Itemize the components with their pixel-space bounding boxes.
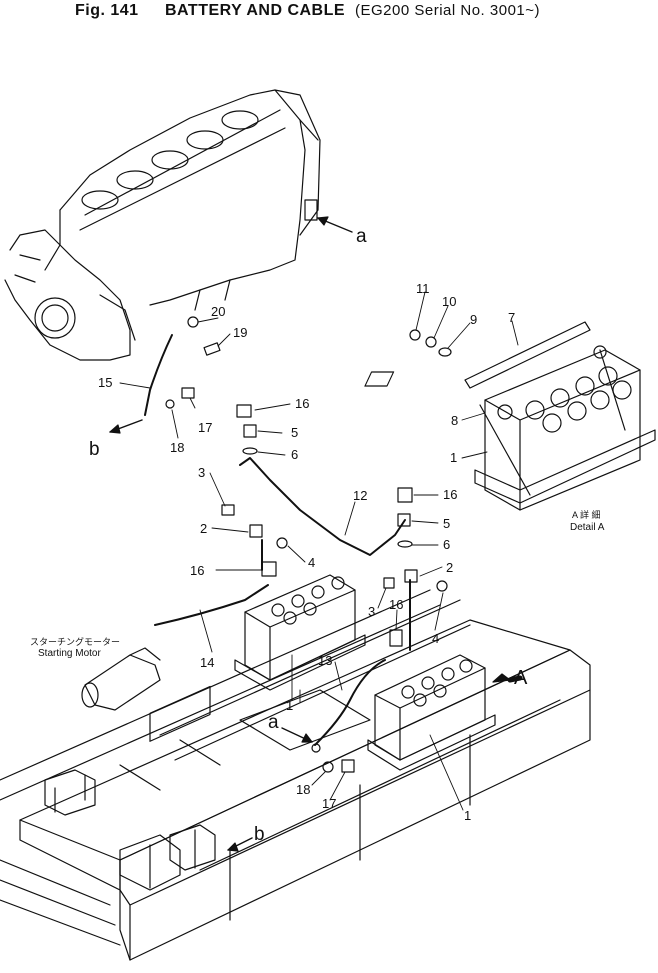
figure-model: (EG200 Serial No. 3001~) xyxy=(355,2,541,19)
battery-detail-a xyxy=(364,321,656,511)
detail-label-en: Detail A xyxy=(570,522,605,533)
callout-19: 19 xyxy=(233,325,247,340)
reference-letters: a b a b A xyxy=(89,226,528,845)
starting-motor-en: Starting Motor xyxy=(38,648,101,659)
reference-arrows xyxy=(109,216,523,852)
callout-18: 18 xyxy=(170,440,184,455)
callout-3: 3 xyxy=(198,465,205,480)
ref-a-top: a xyxy=(356,226,367,247)
callout-10: 10 xyxy=(442,294,456,309)
figure-title: Fig. 141 BATTERY AND CABLE (EG200 Serial… xyxy=(0,0,658,28)
annotations: A 詳 細 Detail A スターチングモーター Starting Motor xyxy=(30,509,605,659)
callout-16: 16 xyxy=(443,487,457,502)
callout-17: 17 xyxy=(198,420,212,435)
callout-18: 18 xyxy=(296,782,310,797)
cable-14 xyxy=(154,584,269,626)
callout-14: 14 xyxy=(200,655,214,670)
callout-5: 5 xyxy=(291,425,298,440)
battery-right xyxy=(367,654,496,771)
engine-block xyxy=(4,89,321,361)
callout-6: 6 xyxy=(443,537,450,552)
ref-b-bottom: b xyxy=(254,824,265,845)
callout-17: 17 xyxy=(322,796,336,811)
cables xyxy=(144,334,411,746)
ref-a-bottom: a xyxy=(268,712,279,733)
callout-8: 8 xyxy=(451,413,458,428)
callout-9: 9 xyxy=(470,312,477,327)
callout-4: 4 xyxy=(308,555,315,570)
battery-left xyxy=(234,574,366,691)
callout-1: 1 xyxy=(450,450,457,465)
callout-2: 2 xyxy=(446,560,453,575)
cable-15 xyxy=(144,334,173,416)
callout-2: 2 xyxy=(200,521,207,536)
callout-20: 20 xyxy=(211,304,225,319)
callout-7: 7 xyxy=(508,310,515,325)
callout-16: 16 xyxy=(389,597,403,612)
ref-A-arrow: A xyxy=(514,667,528,689)
figure-name: BATTERY AND CABLE xyxy=(165,2,346,19)
callout-13: 13 xyxy=(318,653,332,668)
callout-12: 12 xyxy=(353,488,367,503)
callout-3: 3 xyxy=(368,604,375,619)
starting-motor-jp: スターチングモーター xyxy=(30,636,120,647)
cable-13 xyxy=(314,659,386,746)
callout-6: 6 xyxy=(291,447,298,462)
starting-motor xyxy=(81,647,161,711)
cable-12 xyxy=(239,457,406,556)
callout-numbers: 20 19 15 17 18 16 5 6 3 12 2 4 16 16 5 6… xyxy=(98,281,515,823)
hardware xyxy=(165,316,452,773)
callout-11: 11 xyxy=(416,281,430,296)
callout-16: 16 xyxy=(190,563,204,578)
callout-5: 5 xyxy=(443,516,450,531)
machine-frame xyxy=(0,589,591,961)
figure-number: Fig. 141 xyxy=(75,2,139,19)
callout-16: 16 xyxy=(295,396,309,411)
callout-1: 1 xyxy=(286,698,293,713)
detail-label-jp: A 詳 細 xyxy=(572,509,601,520)
callout-4: 4 xyxy=(432,631,439,646)
callout-1: 1 xyxy=(464,808,471,823)
ref-b-left: b xyxy=(89,439,100,460)
callout-15: 15 xyxy=(98,375,112,390)
leader-lines xyxy=(119,291,519,811)
